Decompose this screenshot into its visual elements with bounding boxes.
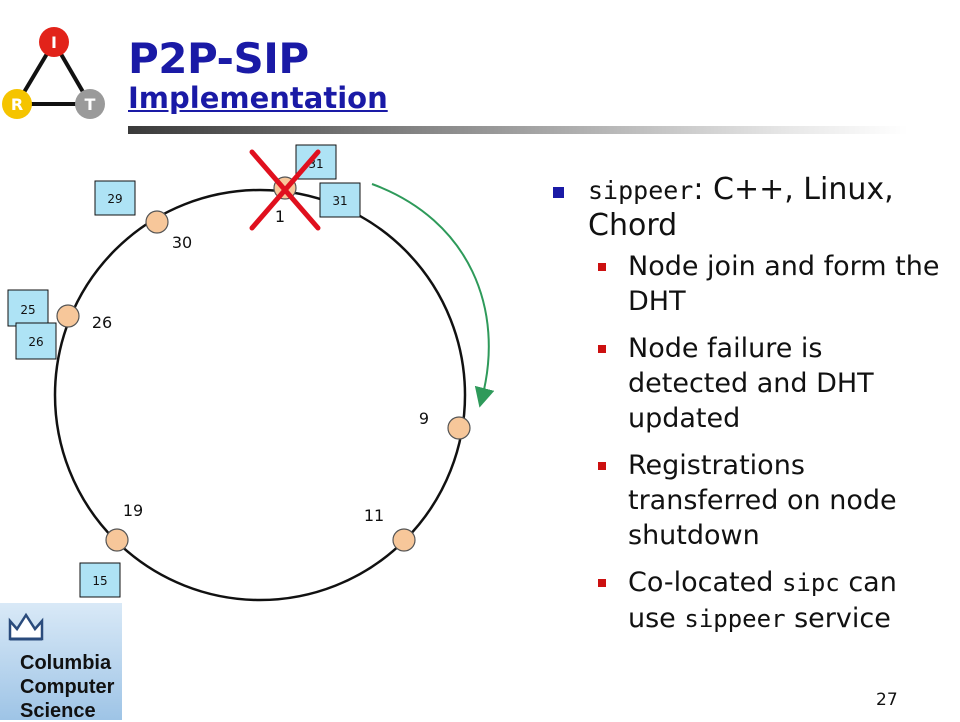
irt-logo: I R T [2,27,105,119]
key-box [7,289,49,327]
logo-letter-i: I [51,33,57,52]
logo-line-computer: Computer [20,676,115,698]
node-failure-cross-icon [249,149,321,231]
code-sippeer: sippeer [684,605,786,633]
node-label: 1 [275,207,285,226]
ring [53,188,467,602]
node-label: 11 [364,506,384,525]
crown-icon [8,612,44,641]
key-transfer-arrow [371,183,495,408]
logo-letter-t: T [85,95,96,114]
code-sipc: sipc [781,569,840,597]
key-box [94,180,136,216]
ring-node [56,304,80,328]
bullet-list: sippeer: C++, Linux, Chord Node join and… [550,172,950,649]
bullet-main-text: : C++, Linux, Chord [588,172,894,243]
logo-r-circle [2,89,32,119]
bullet-main: sippeer: C++, Linux, Chord [550,172,950,243]
ring-node [447,416,471,440]
title-main: P2P-SIP [128,34,309,83]
sub-bullet: Registrations transferred on node shutdo… [550,448,950,553]
key-box [79,562,121,598]
sub-bullet-text: can use [628,567,897,634]
logo-line-columbia: Columbia [20,652,112,674]
ring-node [105,528,129,552]
logo-t-circle [75,89,105,119]
ring-node [145,210,169,234]
sub-bullet: Node failure is detected and DHT updated [550,331,950,436]
sub-bullet-text: service [785,603,891,634]
logo-line-science: Science [20,700,96,722]
title-rule [128,126,908,134]
sub-bullet-text: Co-located [628,567,782,598]
page-number: 27 [876,690,898,710]
node-label: 30 [172,233,192,252]
node-label: 9 [419,409,429,428]
node-label: 19 [123,501,143,520]
logo-letter-r: R [11,95,23,114]
columbia-logo: Columbia Computer Science [0,603,122,722]
title-subtitle: Implementation [128,81,388,115]
key-label: 25 [20,303,35,317]
slide-title: P2P-SIP Implementation [128,38,388,113]
key-box [319,182,361,218]
key-label: 15 [92,574,107,588]
code-sippeer: sippeer [588,176,694,205]
key-box [15,322,57,360]
ring-node [392,528,416,552]
chord-ring-diagram: 31 31 29 25 26 15 1 30 26 9 19 11 [7,144,495,602]
sub-bullet: Co-located sipc can use sippeer service [550,565,950,637]
key-label: 31 [332,194,347,208]
node-label: 26 [92,313,112,332]
logo-i-circle [39,27,69,57]
sub-bullet: Node join and form the DHT [550,249,950,319]
key-label: 29 [107,192,122,206]
key-label: 26 [28,335,43,349]
